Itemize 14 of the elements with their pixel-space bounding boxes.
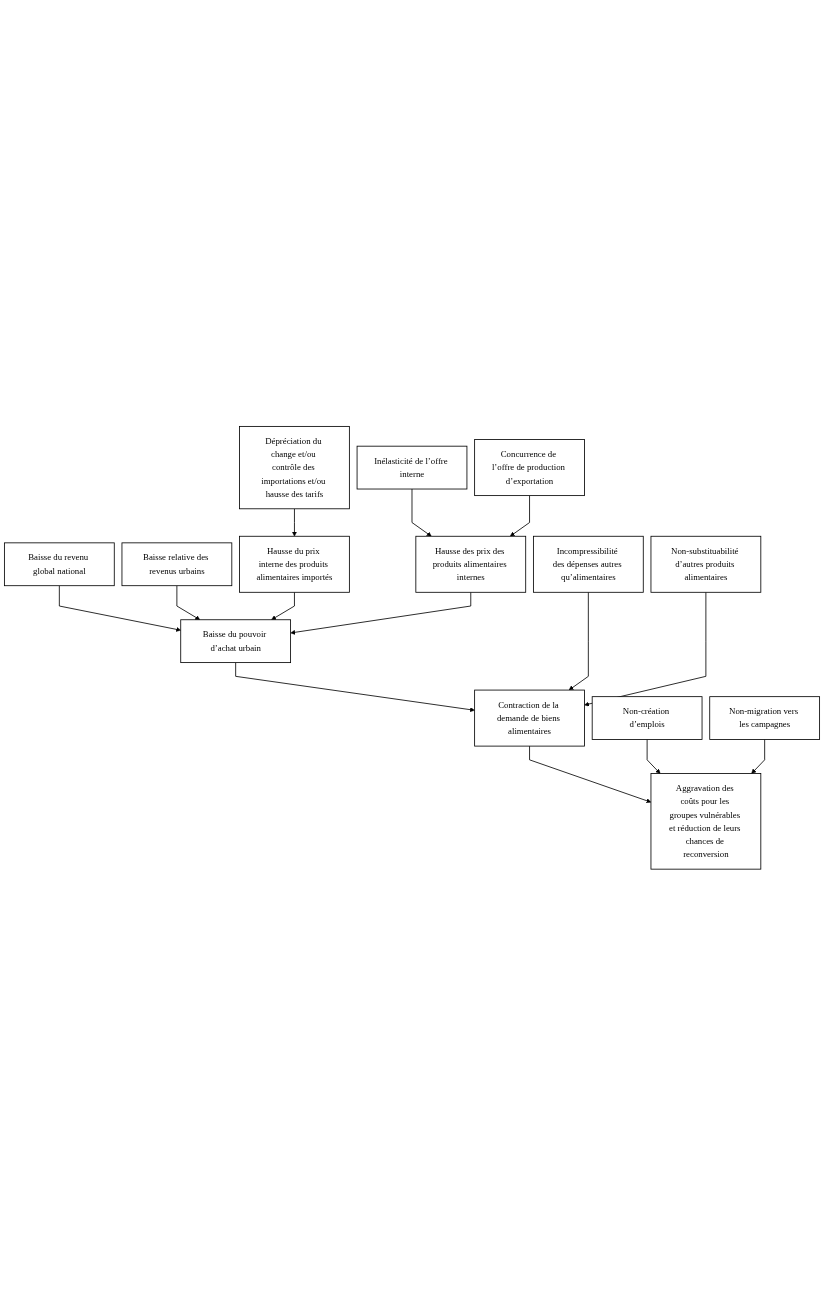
node-box: Non-substituabilité d’autres produits alimentaires bbox=[650, 535, 762, 593]
node-box: Baisse relative des revenus urbains bbox=[121, 542, 233, 586]
node-box: Inélasticité de l’offre interne bbox=[356, 445, 468, 490]
node-box: Aggravation des coûts pour les groupes vulnérables et réduction de leurs chances de reconversion bbox=[650, 772, 762, 870]
node-box: Hausse du prix interne des produits alimentaires importés bbox=[239, 535, 350, 593]
node-box: Non-migration vers les campagnes bbox=[709, 695, 820, 740]
node-box: Contraction de la demande de biens alimentaires bbox=[474, 689, 585, 747]
node-box: Baisse du pouvoir d’achat urbain bbox=[180, 619, 291, 663]
node-box: Incompressibilité des dépenses autres qu’alimentaires bbox=[533, 535, 644, 593]
node-box: Dépréciation du change et/ou contrôle des importations et/ou hausse des tarifs bbox=[239, 425, 350, 509]
node-box: Hausse des prix des produits alimentaires internes bbox=[415, 535, 527, 593]
node-box: Baisse du revenu global national bbox=[4, 542, 115, 586]
node-box: Concurrence de l’offre de production d’exportation bbox=[474, 438, 585, 496]
node-box: Non-création d’emplois bbox=[591, 695, 703, 740]
